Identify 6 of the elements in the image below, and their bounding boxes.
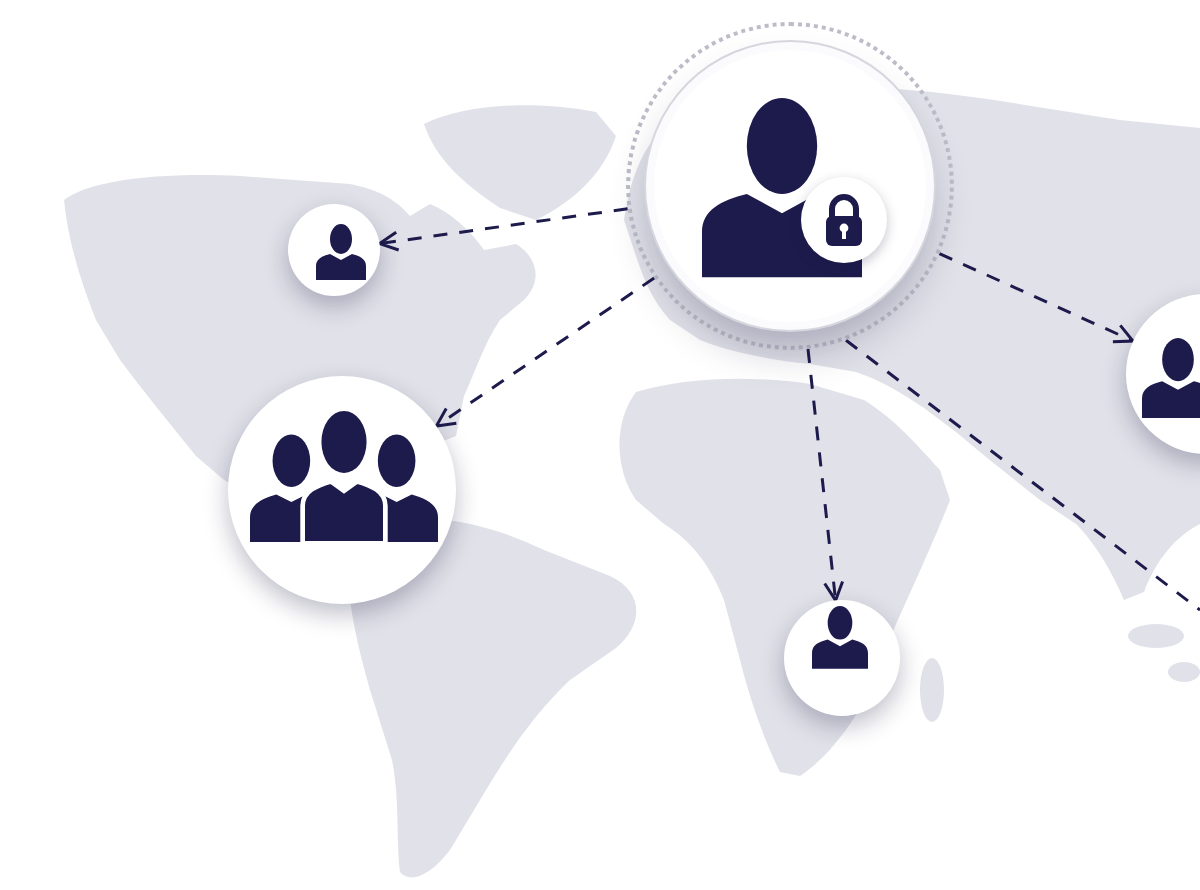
dotted-ring [626,22,954,350]
dashed-arrow [938,252,1135,344]
dashed-arrow [806,348,845,602]
dashed-arrow [378,207,628,252]
dashed-arrow [434,276,656,428]
dashed-line [845,339,1200,612]
